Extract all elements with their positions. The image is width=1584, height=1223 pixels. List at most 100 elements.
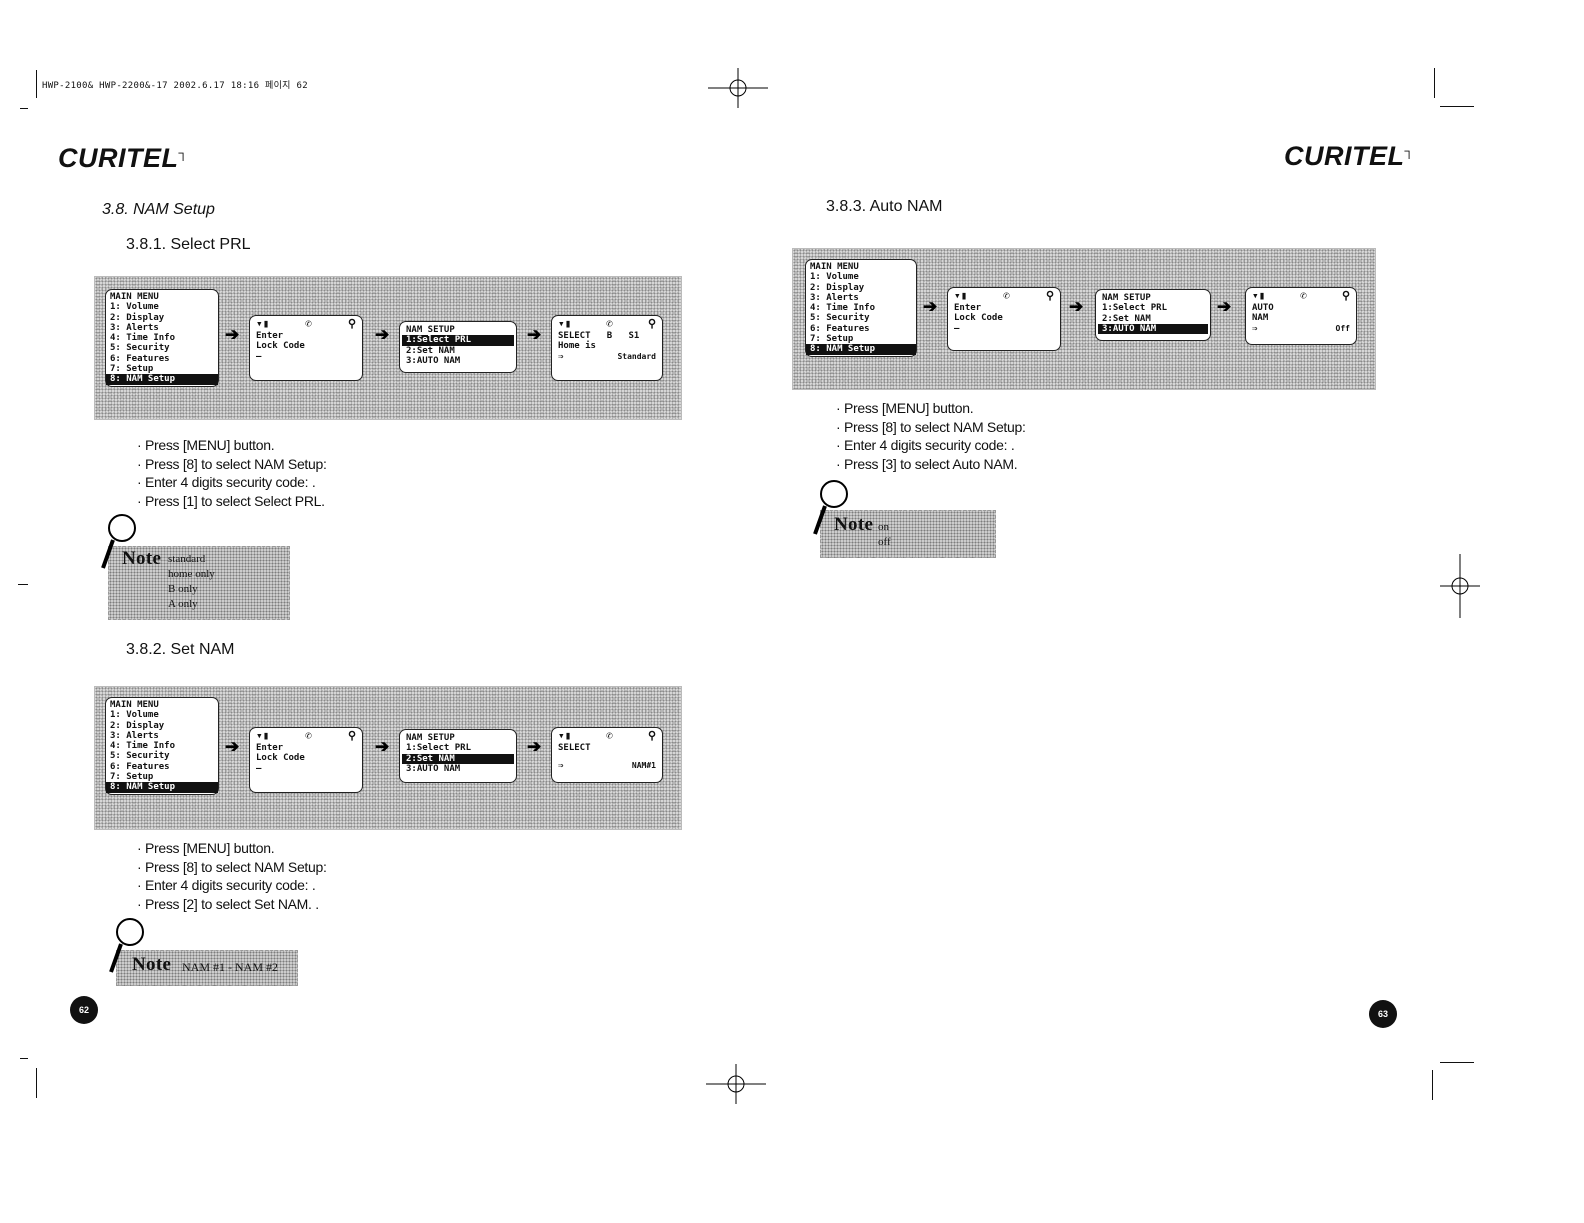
menu-item-selected: 8: NAM Setup <box>106 782 218 793</box>
step: Enter 4 digits security code: . <box>137 473 327 492</box>
note-select-prl: Note standard home only B only A only <box>96 510 296 622</box>
lock-code-screen: ▾▮✆⚲ Enter Lock Code — <box>947 287 1061 351</box>
note-label: Note <box>834 514 874 535</box>
brand-logo: CURITEL┐ <box>58 143 188 174</box>
steps-auto-nam: Press [MENU] button. Press [8] to select… <box>836 399 1026 473</box>
menu-item: 7: Setup <box>810 334 854 345</box>
registration-mark-icon <box>708 68 768 108</box>
steps-select-prl: Press [MENU] button. Press [8] to select… <box>137 436 327 510</box>
lock-line: Enter <box>256 331 284 341</box>
nam-item: 3:AUTO NAM <box>406 763 461 774</box>
note-option: B only <box>168 583 198 595</box>
phone-icon: ✆ <box>606 317 613 330</box>
phone-icon: ✆ <box>606 729 613 742</box>
phone-icon: ✆ <box>305 729 312 742</box>
arrow-icon: ➔ <box>1217 297 1232 316</box>
nam-setup-screen: NAM SETUP 1:Select PRL 2:Set NAM 3:AUTO … <box>1095 289 1211 341</box>
note-box <box>820 510 996 558</box>
result-line: AUTO <box>1252 303 1274 313</box>
menu-item: 4: Time Info <box>810 303 876 314</box>
menu-item: 3: Alerts <box>810 292 859 303</box>
status-icons: ▾▮✆⚲ <box>256 729 356 743</box>
step: Press [MENU] button. <box>836 399 1026 418</box>
subsection-title-set-nam: 3.8.2. Set NAM <box>126 641 235 658</box>
lock-line: Lock Code <box>256 753 305 764</box>
nam-title: NAM SETUP <box>1102 293 1151 303</box>
lock-line: — <box>256 763 262 774</box>
steps-set-nam: Press [MENU] button. Press [8] to select… <box>137 839 327 913</box>
status-icons: ▾▮✆⚲ <box>954 289 1054 303</box>
menu-item: 5: Security <box>810 313 870 324</box>
note-option: NAM #1 - NAM #2 <box>182 960 278 974</box>
signal-icon: ▾▮ <box>256 729 270 742</box>
note-option: on <box>878 521 889 533</box>
menu-item: 7: Setup <box>110 772 154 783</box>
signal-icon: ▾▮ <box>558 317 572 330</box>
result-value-row: ⇒ NAM#1 <box>558 761 656 771</box>
menu-item: 1: Volume <box>110 302 159 313</box>
menu-item: 2: Display <box>810 282 865 293</box>
nam-item: 1:Select PRL <box>1102 303 1168 314</box>
note-options: NAM #1 - NAM #2 <box>182 960 278 975</box>
section-title: 3.8. NAM Setup <box>102 201 215 218</box>
menu-item: 4: Time Info <box>110 741 176 752</box>
note-box <box>116 950 298 986</box>
brand-mark: ┐ <box>1404 143 1415 158</box>
main-menu-screen: MAIN MENU 1: Volume 2: Display 3: Alerts… <box>105 289 219 387</box>
magnifier-icon: ⚲ <box>647 729 656 742</box>
brand-mark: ┐ <box>178 145 189 160</box>
crop-mark <box>18 584 28 585</box>
menu-item: 6: Features <box>810 323 870 334</box>
page-number-badge: 63 <box>1369 1000 1397 1028</box>
note-box <box>108 546 290 620</box>
nam-item: 2:Set NAM <box>406 345 455 356</box>
result-value: Standard <box>617 351 656 361</box>
menu-item: 1: Volume <box>110 710 159 721</box>
menu-item-selected: 8: NAM Setup <box>806 344 916 355</box>
crop-mark <box>1440 1062 1474 1063</box>
step: Press [8] to select NAM Setup: <box>137 455 327 474</box>
lock-line: Enter <box>954 303 982 313</box>
note-options: on off <box>878 520 891 550</box>
nam-setup-screen: NAM SETUP 1:Select PRL 2:Set NAM 3:AUTO … <box>399 321 517 373</box>
menu-title: MAIN MENU <box>810 262 859 272</box>
magnifier-icon <box>101 514 136 569</box>
arrow-icon: ➔ <box>923 297 938 316</box>
subsection-title-auto-nam: 3.8.3. Auto NAM <box>826 198 943 215</box>
lock-line: — <box>256 351 262 362</box>
arrow-icon: ➔ <box>375 737 390 756</box>
screen-strip-auto-nam: MAIN MENU 1: Volume 2: Display 3: Alerts… <box>792 248 1376 390</box>
nam-title: NAM SETUP <box>406 325 455 335</box>
result-line: SELECT <box>558 743 591 753</box>
main-menu-screen: MAIN MENU 1: Volume 2: Display 3: Alerts… <box>105 697 219 795</box>
main-menu-screen: MAIN MENU 1: Volume 2: Display 3: Alerts… <box>805 259 917 357</box>
crop-mark <box>1432 1070 1433 1100</box>
nam-item-selected: 2:Set NAM <box>402 753 514 764</box>
magnifier-icon: ⚲ <box>1341 289 1350 302</box>
menu-item: 7: Setup <box>110 364 154 375</box>
status-icons: ▾▮✆⚲ <box>558 317 656 331</box>
nam-title: NAM SETUP <box>406 733 455 743</box>
menu-item: 3: Alerts <box>110 730 159 741</box>
step: Press [2] to select Set NAM. . <box>137 895 327 914</box>
result-line: NAM <box>1252 313 1269 324</box>
nam-item: 2:Set NAM <box>1102 313 1151 324</box>
menu-item: 2: Display <box>110 312 165 323</box>
set-nam-result-screen: ▾▮ ✆ ⚲ SELECT ⇒ NAM#1 <box>551 727 663 783</box>
step: Enter 4 digits security code: . <box>836 436 1026 455</box>
phone-icon: ✆ <box>1300 289 1307 302</box>
crop-mark <box>20 108 28 109</box>
result-arrow: ⇒ <box>1252 323 1258 334</box>
result-value-row: ⇒ Standard <box>558 352 656 362</box>
menu-item: 6: Features <box>110 761 170 772</box>
signal-icon: ▾▮ <box>558 729 572 742</box>
print-header: HWP-2100& HWP-2200&-17 2002.6.17 18:16 페… <box>42 81 308 91</box>
screen-strip-set-nam: MAIN MENU 1: Volume 2: Display 3: Alerts… <box>94 686 682 830</box>
subsection-title-select-prl: 3.8.1. Select PRL <box>126 236 251 253</box>
signal-icon: ▾▮ <box>256 317 270 330</box>
status-icons: ▾▮ ✆ ⚲ <box>558 729 656 743</box>
note-auto-nam: Note on off <box>808 476 998 560</box>
menu-title: MAIN MENU <box>110 700 159 710</box>
magnifier-icon: ⚲ <box>1045 289 1054 302</box>
result-line: Home is <box>558 341 596 352</box>
